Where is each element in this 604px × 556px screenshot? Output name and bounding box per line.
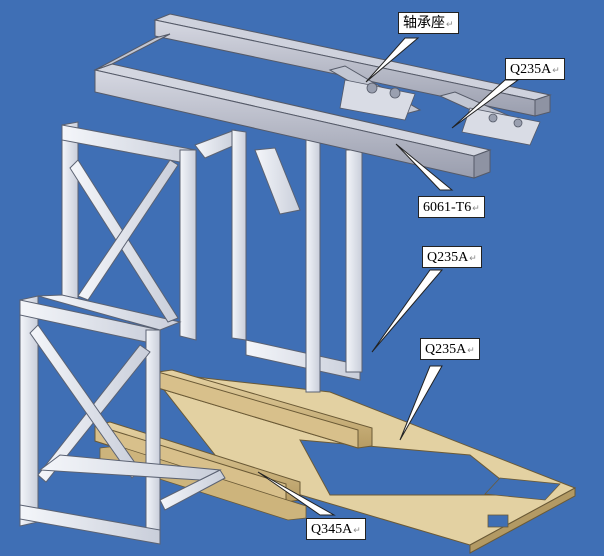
label-frame-text: Q235A	[427, 250, 469, 265]
return-mark: ↵	[552, 65, 560, 75]
label-rail-beam: 6061-T6↵	[418, 196, 485, 218]
return-mark: ↵	[353, 525, 361, 535]
label-base-tray: Q235A↵	[420, 338, 480, 360]
return-mark: ↵	[469, 253, 477, 263]
leader-lines	[257, 37, 520, 516]
label-frame: Q235A↵	[422, 246, 482, 268]
return-mark: ↵	[472, 203, 480, 213]
return-mark: ↵	[446, 19, 454, 29]
label-rail-beam-text: 6061-T6	[423, 200, 472, 215]
label-base-beams-text: Q345A	[311, 522, 353, 537]
label-base-tray-text: Q235A	[425, 342, 467, 357]
steel-frame	[19, 121, 363, 545]
label-bearing-seat-text: 轴承座	[403, 16, 445, 31]
label-base-beams: Q345A↵	[306, 518, 366, 540]
return-mark: ↵	[467, 345, 475, 355]
label-bearing-seat: 轴承座↵	[398, 12, 459, 34]
bearing-seats	[339, 79, 541, 146]
label-top-plate-text: Q235A	[510, 62, 552, 77]
label-top-plate: Q235A↵	[505, 58, 565, 80]
